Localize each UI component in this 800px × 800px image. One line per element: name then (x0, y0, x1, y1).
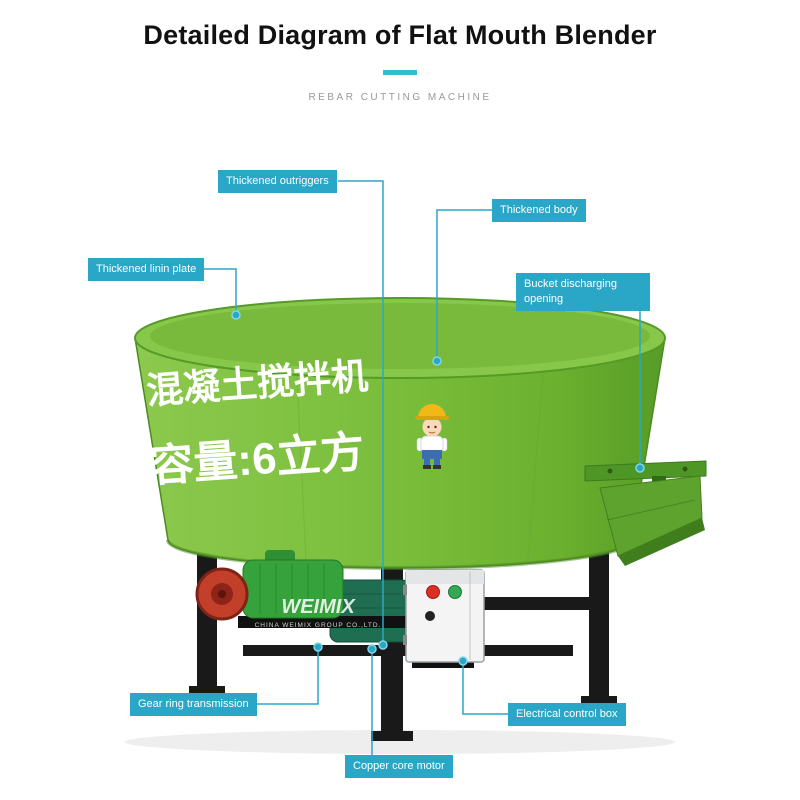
page-subtitle: REBAR CUTTING MACHINE (308, 92, 492, 103)
dot-lining (231, 310, 241, 320)
dot-gear (313, 642, 323, 652)
brand-name: WEIMIX (281, 596, 356, 618)
label-bucket-discharging-opening: Bucket discharging opening (516, 273, 650, 311)
dot-bucket (635, 463, 645, 473)
ground-shadow (125, 730, 675, 754)
label-thickened-body: Thickened body (492, 199, 586, 222)
dot-control (458, 656, 468, 666)
page-title: Detailed Diagram of Flat Mouth Blender (143, 20, 657, 50)
label-thickened-outriggers: Thickened outriggers (218, 170, 337, 193)
dot-body (432, 356, 442, 366)
motor-assembly (195, 550, 411, 643)
label-thickened-lining-plate: Thickened linin plate (88, 258, 205, 281)
green-button (448, 585, 462, 599)
discharge-chute (584, 460, 707, 566)
label-electrical-control-box: Electrical control box (508, 703, 626, 726)
mixer-drum (134, 297, 666, 570)
control-box (403, 569, 485, 668)
knob (425, 611, 435, 621)
worker-mascot (415, 404, 449, 469)
label-copper-core-motor: Copper core motor (345, 755, 453, 778)
label-gear-ring-transmission: Gear ring transmission (130, 693, 257, 716)
dot-outriggers (378, 640, 388, 650)
brand-subtext: CHINA WEIMIX GROUP CO.,LTD. (255, 622, 382, 629)
red-button (426, 585, 440, 599)
dot-motor (367, 644, 377, 654)
brand-watermark: WEIMIX CHINA WEIMIX GROUP CO.,LTD. (255, 596, 382, 629)
divider-bar (383, 70, 417, 75)
